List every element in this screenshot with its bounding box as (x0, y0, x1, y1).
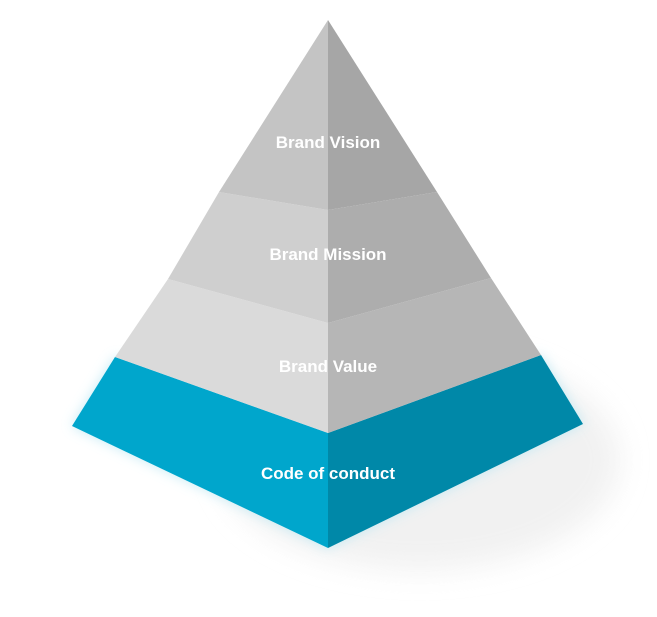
tier-label-brand-mission: Brand Mission (269, 245, 386, 264)
tier-brand-mission (168, 192, 491, 323)
tier-brand-vision-left-face (219, 20, 328, 210)
tier-label-brand-vision: Brand Vision (276, 133, 381, 152)
tier-brand-mission-left-face (168, 192, 328, 323)
tier-code-of-conduct-left-face (72, 357, 328, 548)
tier-label-code-of-conduct: Code of conduct (261, 464, 395, 483)
tier-brand-value (115, 278, 541, 433)
tier-brand-vision-right-face (328, 20, 437, 210)
tier-code-of-conduct-right-face (328, 355, 583, 548)
tier-label-brand-value: Brand Value (279, 357, 377, 376)
tier-code-of-conduct (72, 355, 583, 548)
tier-brand-value-right-face (328, 278, 541, 433)
tier-brand-vision (219, 20, 437, 210)
tier-brand-mission-right-face (328, 192, 491, 323)
tier-brand-value-left-face (115, 279, 328, 433)
